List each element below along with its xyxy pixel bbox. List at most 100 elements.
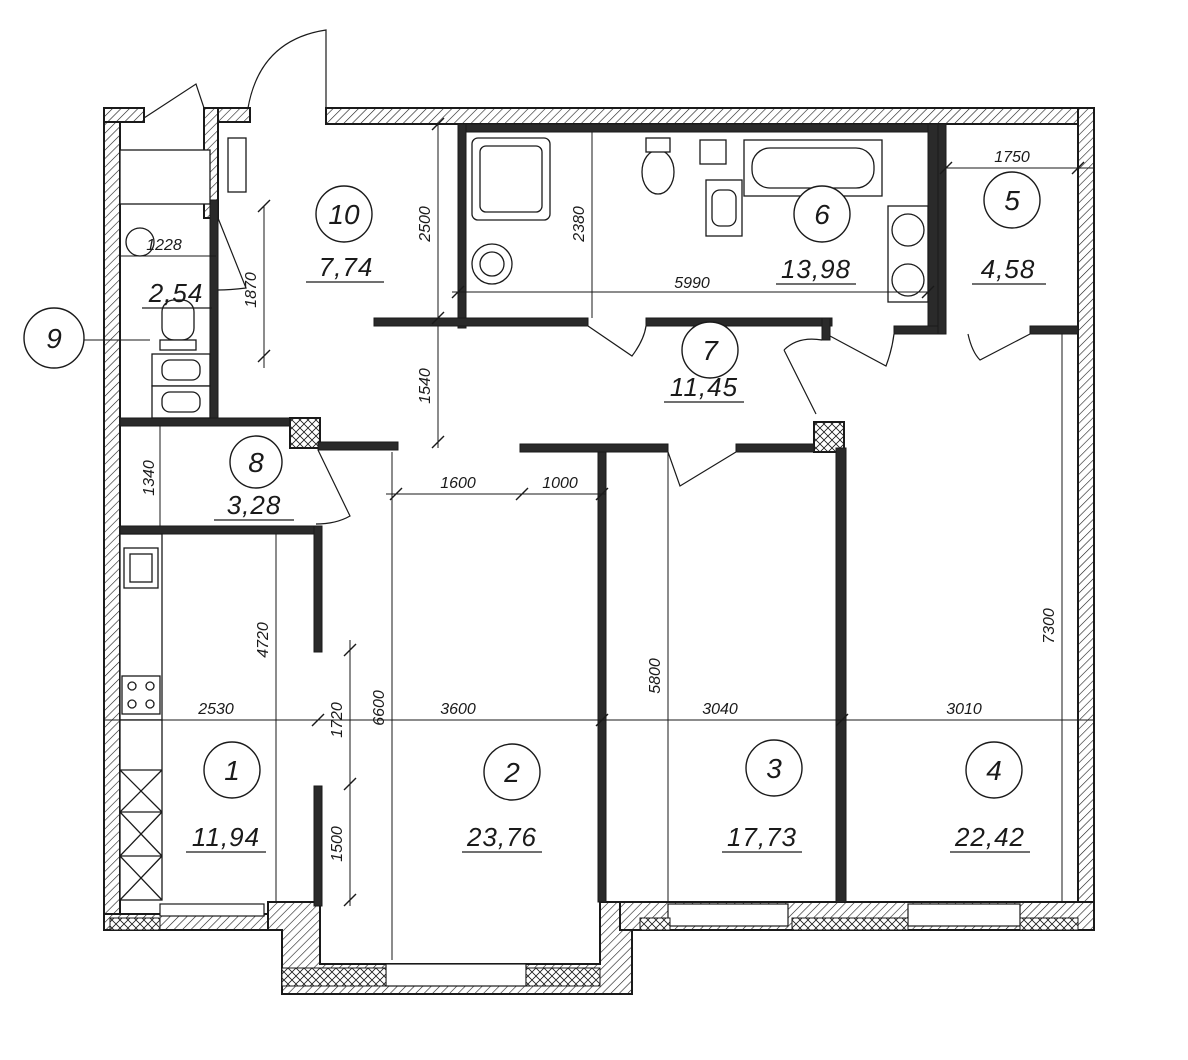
wall-r3-r4	[835, 447, 847, 903]
dim-3600: 3600	[440, 701, 476, 718]
kitchen-cabinet	[119, 719, 163, 901]
window-1	[159, 903, 265, 917]
dimension-labels: 1750 2500 2380 5990 1228 1870 1540 1340 …	[141, 149, 1058, 862]
column-1	[289, 417, 321, 449]
column-2	[813, 421, 845, 453]
window-cross-5	[1019, 917, 1079, 931]
window-cross-3	[639, 917, 671, 931]
storage-box-icon	[119, 149, 211, 205]
window-4	[907, 903, 1021, 927]
wall-corr-top-1	[373, 317, 589, 327]
room-4: 4 22,42	[950, 741, 1030, 853]
dim-1750: 1750	[994, 149, 1030, 166]
dim-1870: 1870	[243, 272, 260, 308]
doors	[143, 29, 1031, 525]
window-3	[667, 903, 789, 927]
windows	[109, 903, 1079, 987]
window-cross-4	[791, 917, 909, 931]
wall-r1-r2-b	[313, 785, 323, 907]
wall-corr-bot-1	[317, 441, 399, 451]
dim-1340: 1340	[141, 460, 158, 496]
room-3-number: 3	[766, 753, 782, 784]
wall-corr-bot-3	[735, 443, 815, 453]
door-r3b	[667, 451, 737, 487]
kitchen-cabinet-pattern	[119, 769, 163, 901]
dim-2530: 2530	[197, 701, 234, 718]
wall-corr-bot-2	[519, 443, 669, 453]
room-9-number: 9	[46, 323, 62, 354]
dim-1228: 1228	[146, 237, 182, 254]
room-4-area: 22,42	[954, 822, 1025, 852]
dim-2380: 2380	[571, 206, 588, 243]
room-8: 8 3,28	[214, 435, 294, 521]
wall-r8-bottom	[119, 525, 317, 535]
wall-corr-top-5	[1029, 325, 1079, 335]
room-6-area: 13,98	[781, 254, 851, 284]
wc-fixtures	[119, 137, 247, 419]
window-cross-2	[525, 967, 601, 987]
interior-walls	[119, 123, 1079, 907]
room-2-area: 23,76	[466, 822, 537, 852]
room-7: 7 11,45	[664, 321, 744, 403]
toilet-icon	[641, 149, 675, 195]
dim-4720: 4720	[255, 622, 272, 658]
dim-1500: 1500	[329, 826, 346, 862]
dim-7300: 7300	[1041, 608, 1058, 644]
wall-top-left	[103, 107, 145, 123]
wall-wc-right	[209, 199, 219, 427]
room-8-number: 8	[248, 447, 264, 478]
wall-r2-r3	[597, 451, 607, 903]
room-6: 6 13,98	[776, 185, 856, 285]
window-cross-1	[109, 917, 161, 931]
wall-left	[103, 107, 121, 931]
window-cross-6	[281, 967, 387, 987]
dimension-lines	[82, 117, 1094, 960]
room-10-number: 10	[328, 199, 360, 230]
door-r8	[315, 449, 351, 525]
room-6-number: 6	[814, 199, 830, 230]
door-r7	[829, 333, 895, 367]
door-r5	[967, 333, 1031, 361]
room-9-area: 2,54	[148, 278, 204, 308]
room-8-area: 3,28	[227, 490, 282, 520]
bathroom-fixtures	[471, 137, 929, 303]
door-bath	[587, 325, 647, 357]
room-3: 3 17,73	[722, 739, 803, 853]
room-1-number: 1	[224, 755, 240, 786]
wall-corr-top-3	[821, 317, 831, 341]
dim-3010: 3010	[946, 701, 982, 718]
room-7-area: 11,45	[670, 372, 738, 402]
room-1-area: 11,94	[192, 822, 260, 852]
stove-icon	[121, 675, 161, 715]
dim-3040: 3040	[702, 701, 738, 718]
room-10: 10 7,74	[306, 185, 384, 283]
wall-r1-r2-a	[313, 525, 323, 653]
wall-right	[1077, 107, 1095, 931]
room-3-area: 17,73	[727, 822, 797, 852]
wall-wc-bottom	[119, 417, 291, 427]
dim-1000: 1000	[542, 475, 578, 492]
door-wc	[217, 217, 247, 291]
kitchen-fixtures	[121, 547, 161, 715]
door-balcony	[143, 83, 205, 119]
room-7-number: 7	[702, 335, 719, 366]
room-5-area: 4,58	[981, 254, 1036, 284]
room-9: 9 2,54	[23, 278, 212, 369]
dim-6600: 6600	[371, 690, 388, 726]
room-1: 1 11,94	[186, 741, 266, 853]
dim-5990: 5990	[674, 275, 710, 292]
room-labels: 1 11,94 2 23,76 3 17,73 4 22,42 5 4,58	[23, 171, 1046, 853]
room-10-area: 7,74	[319, 252, 374, 282]
window-2	[385, 963, 527, 987]
wall-corr-top-2	[645, 317, 833, 327]
door-r3	[783, 338, 823, 415]
dim-5800: 5800	[647, 658, 664, 694]
room-5: 5 4,58	[972, 171, 1046, 285]
room-4-number: 4	[986, 755, 1002, 786]
dim-2500: 2500	[417, 206, 434, 243]
dim-1600: 1600	[440, 475, 476, 492]
dim-1720: 1720	[329, 702, 346, 738]
room-2: 2 23,76	[462, 743, 542, 853]
wall-bath-top	[459, 123, 933, 133]
